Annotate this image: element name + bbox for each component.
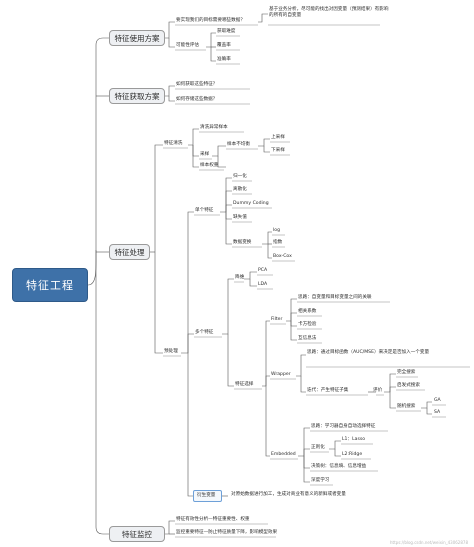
monitor-item-1[interactable]: 特征有效性分析—特征重要性、权重 bbox=[176, 517, 250, 522]
branch-process[interactable]: 特征处理 bbox=[109, 244, 150, 260]
acquire-item-1[interactable]: 如何获取这些特征？ bbox=[176, 82, 218, 87]
root-node[interactable]: 特征工程 bbox=[12, 268, 88, 302]
filter-idea[interactable]: 思路：自变量和目标变量之间的关联 bbox=[298, 295, 372, 300]
transform-boxcox[interactable]: Box-Cox bbox=[273, 254, 292, 259]
single-item-1[interactable]: 归一化 bbox=[233, 174, 247, 179]
search-random[interactable]: 随机搜索 bbox=[397, 404, 416, 409]
usage-question[interactable]: 要实现我们的目标需要哪些数据？ bbox=[176, 18, 245, 23]
acquire-item-2[interactable]: 如何存储这些数据？ bbox=[176, 97, 218, 102]
single-item-2[interactable]: 离散化 bbox=[233, 187, 247, 192]
embedded-l1[interactable]: L1：Lasso bbox=[342, 437, 366, 442]
random-ga[interactable]: GA bbox=[434, 398, 441, 403]
wrapper-idea[interactable]: 思路：通过目标函数（AUC/MSE）来决定是否加入一个变量 bbox=[307, 350, 430, 355]
filter-item-2[interactable]: 卡方检验 bbox=[298, 322, 317, 327]
filter-node[interactable]: Filter bbox=[271, 317, 283, 322]
filter-item-3[interactable]: 互信息法 bbox=[298, 336, 317, 341]
clean-weight[interactable]: 样本权重 bbox=[200, 163, 219, 168]
embedded-tree[interactable]: 决策树：信息熵、信息增益 bbox=[311, 464, 367, 469]
monitor-item-2[interactable]: 监控重要特征—防止特征质量下降，影响模型效果 bbox=[176, 530, 278, 535]
preprocess-node[interactable]: 预处理 bbox=[164, 349, 178, 354]
wrapper-node[interactable]: Wrapper bbox=[271, 372, 291, 377]
usage-question-note: 基于业务分析，尽可能的找出对因变量（预测结果）有影响的所有的自变量 bbox=[269, 7, 389, 18]
wrapper-evaluate[interactable]: 评价 bbox=[373, 388, 383, 393]
clean-sampling[interactable]: 采样 bbox=[200, 152, 210, 157]
feasibility-item-3[interactable]: 准确率 bbox=[217, 57, 231, 62]
embedded-idea[interactable]: 思路：学习器自身自动选择特征 bbox=[311, 424, 376, 429]
clean-abnormal[interactable]: 清洗异常样本 bbox=[200, 125, 228, 130]
embedded-node[interactable]: Embedded bbox=[271, 452, 296, 457]
filter-item-1[interactable]: 相关系数 bbox=[298, 309, 317, 314]
multi-feature-node[interactable]: 多个特征 bbox=[195, 330, 214, 335]
derive-node[interactable]: 衍生变量 bbox=[197, 493, 216, 498]
transform-log[interactable]: log bbox=[273, 228, 281, 233]
wrapper-iter[interactable]: 迭代：产生特征子集 bbox=[307, 388, 349, 393]
reduce-lda[interactable]: LDA bbox=[258, 282, 268, 287]
embedded-l2[interactable]: L2:Ridge bbox=[342, 452, 363, 457]
clean-upsample[interactable]: 上采样 bbox=[271, 135, 285, 140]
transform-exp[interactable]: 指数 bbox=[273, 240, 283, 245]
branch-usage[interactable]: 特征使用方案 bbox=[109, 30, 165, 46]
search-full[interactable]: 完全搜索 bbox=[397, 370, 416, 375]
derive-highlight bbox=[193, 490, 222, 502]
single-feature-node[interactable]: 单个特征 bbox=[195, 208, 214, 213]
transform-node[interactable]: 数据变换 bbox=[233, 240, 252, 245]
branch-acquire[interactable]: 特征获取方案 bbox=[109, 88, 165, 104]
embedded-regular[interactable]: 正则化 bbox=[311, 445, 325, 450]
derive-note: 对原始数据进行加工，生成对商业有意义的新鲜或者变量 bbox=[231, 492, 346, 497]
select-node[interactable]: 特征选择 bbox=[235, 382, 254, 387]
clean-node[interactable]: 特征清洗 bbox=[164, 141, 183, 146]
feasibility-item-2[interactable]: 覆盖率 bbox=[217, 43, 231, 48]
single-item-4[interactable]: 缺失值 bbox=[233, 215, 247, 220]
clean-downsample[interactable]: 下采样 bbox=[271, 148, 285, 153]
single-item-3[interactable]: Dummy Coding bbox=[233, 201, 269, 206]
feasibility-node[interactable]: 可能性评估 bbox=[176, 43, 199, 48]
watermark: https://blog.csdn.net/weixin_43062878 bbox=[389, 540, 468, 545]
reduce-node[interactable]: 降维 bbox=[235, 275, 245, 280]
clean-imbalance[interactable]: 样本不均衡 bbox=[227, 142, 250, 147]
embedded-deep[interactable]: 深度学习 bbox=[311, 478, 330, 483]
branch-monitor[interactable]: 特征监控 bbox=[109, 526, 165, 542]
feasibility-item-1[interactable]: 获取难度 bbox=[217, 29, 236, 34]
random-sa[interactable]: SA bbox=[434, 410, 441, 415]
reduce-pca[interactable]: PCA bbox=[258, 268, 268, 273]
search-heuristic[interactable]: 启发式搜索 bbox=[397, 383, 420, 388]
